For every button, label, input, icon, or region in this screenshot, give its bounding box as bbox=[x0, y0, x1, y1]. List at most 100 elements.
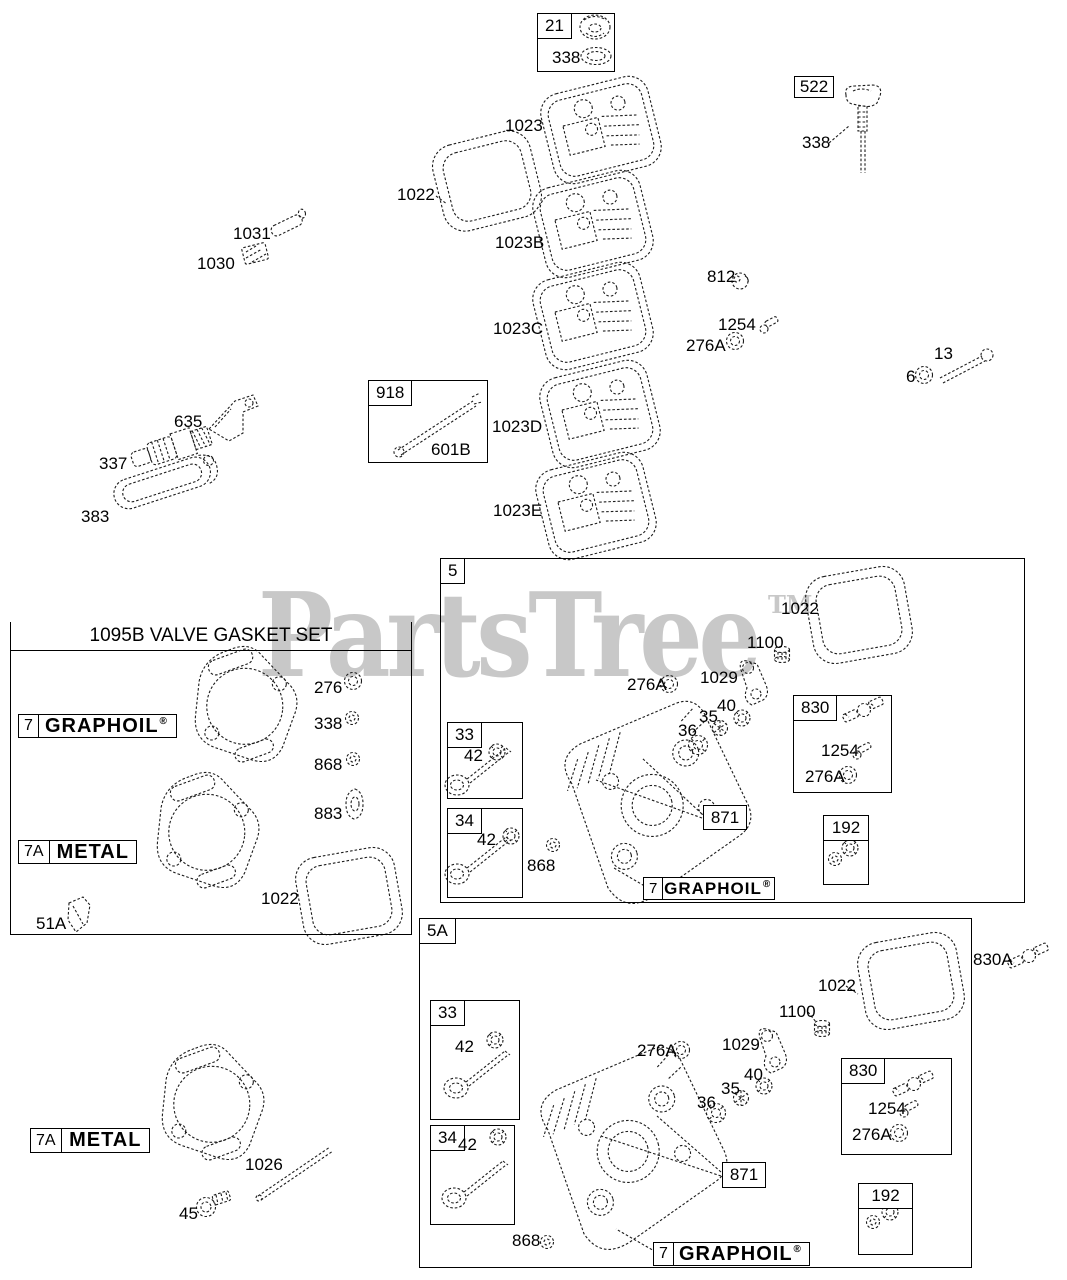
washer-6-drawing bbox=[914, 365, 934, 385]
part-label-830A: 830A bbox=[973, 950, 1013, 969]
callout-box-871-box5a: 871 bbox=[722, 1162, 766, 1188]
adjuster-830A-drawing bbox=[1006, 941, 1050, 970]
nut-1030-drawing bbox=[240, 241, 270, 266]
graphoil-name-box5: GRAPHOIL® bbox=[664, 878, 772, 898]
callout-box-21: 21 bbox=[537, 13, 615, 72]
stud-1026-drawing bbox=[255, 1146, 334, 1202]
part-label-812: 812 bbox=[707, 267, 736, 286]
dipstick-522-drawing bbox=[845, 84, 882, 174]
part-label-1254-box5: 1254 bbox=[821, 741, 859, 760]
leader-lines-box5a bbox=[600, 985, 859, 1253]
callout-21-number: 21 bbox=[538, 14, 572, 39]
metal-name: METAL bbox=[56, 840, 129, 863]
callout-box-34-box5: 34 bbox=[447, 808, 523, 898]
part-label-338-gs: 338 bbox=[314, 714, 343, 733]
callout-box-33-box5: 33 bbox=[447, 722, 523, 799]
callout-box-522: 522 bbox=[794, 76, 834, 98]
graphoil-ref-number-box5a: 7 bbox=[654, 1243, 674, 1265]
graphoil-ref-number-box5: 7 bbox=[644, 878, 664, 899]
graphoil-ref-number: 7 bbox=[19, 715, 39, 737]
metal-ref-number: 7A bbox=[19, 841, 50, 863]
callout-5A-number: 5A bbox=[420, 919, 456, 944]
part-label-1100-box5a: 1100 bbox=[779, 1002, 816, 1021]
part-label-1023C: 1023C bbox=[493, 319, 544, 338]
metal-tag-gasket-set: 7A METAL bbox=[18, 840, 137, 864]
part-label-276A-830-box5: 276A bbox=[805, 767, 845, 786]
part-label-40-box5a: 40 bbox=[744, 1065, 763, 1084]
part-label-45: 45 bbox=[179, 1204, 198, 1223]
callout-box-830-box5a: 830 bbox=[841, 1058, 952, 1155]
leader-lines-box5 bbox=[595, 757, 703, 889]
part-label-42-box33: 42 bbox=[464, 746, 483, 765]
part-label-1026: 1026 bbox=[245, 1155, 283, 1174]
part-label-6: 6 bbox=[906, 367, 916, 386]
metal-name-bottom: METAL bbox=[69, 1129, 142, 1151]
part-label-1031: 1031 bbox=[233, 224, 271, 243]
part-label-1030: 1030 bbox=[197, 254, 235, 273]
part-label-276A-830-box5a: 276A bbox=[852, 1125, 892, 1144]
watermark-tm-mark: TM bbox=[768, 590, 813, 619]
part-label-35-box5a: 35 bbox=[721, 1079, 740, 1098]
graphoil-name-box5a: GRAPHOIL® bbox=[678, 1242, 802, 1265]
callout-830a-number: 830 bbox=[842, 1059, 886, 1084]
part-label-1029-box5a: 1029 bbox=[722, 1035, 760, 1054]
callout-830-number: 830 bbox=[794, 696, 838, 721]
callout-box-34-box5a: 34 bbox=[430, 1125, 515, 1225]
callout-box-33-box5a: 33 bbox=[430, 1000, 520, 1120]
part-label-337: 337 bbox=[99, 454, 128, 473]
part-label-883: 883 bbox=[314, 804, 343, 823]
callout-192-number: 192 bbox=[824, 816, 868, 841]
bolt-13-drawing bbox=[939, 348, 994, 384]
pin-1031-drawing bbox=[266, 207, 310, 239]
valve-gasket-set-section: 1095B VALVE GASKET SET bbox=[10, 622, 412, 935]
part-label-36-box5a: 36 bbox=[697, 1093, 716, 1112]
part-label-13: 13 bbox=[934, 344, 953, 363]
callout-box-871-box5: 871 bbox=[703, 805, 747, 830]
callout-box-830-box5: 830 bbox=[793, 695, 892, 793]
screw-1254-top-drawing bbox=[759, 315, 780, 334]
metal-tag-bottom: 7A METAL bbox=[30, 1128, 150, 1153]
part-label-36-box5: 36 bbox=[678, 721, 697, 740]
valve-cover-1023-drawing bbox=[535, 71, 667, 189]
partstree-watermark: PartsTree bbox=[258, 568, 762, 704]
part-label-276A-top: 276A bbox=[686, 336, 726, 355]
callout-box-192-box5a: 192 bbox=[858, 1183, 913, 1255]
part-label-868-box5a: 868 bbox=[512, 1231, 541, 1250]
bracket-635-drawing bbox=[208, 394, 259, 442]
part-label-42-box33a: 42 bbox=[455, 1037, 474, 1056]
cover-gasket-1022-top-drawing bbox=[427, 125, 547, 237]
washer-276A-top-drawing bbox=[725, 331, 745, 351]
part-label-383: 383 bbox=[81, 507, 110, 526]
bolt-45-drawing bbox=[195, 1189, 232, 1218]
valve-cover-1023D-drawing bbox=[534, 355, 666, 473]
part-label-1023E: 1023E bbox=[493, 501, 543, 520]
graphoil-name: GRAPHOIL® bbox=[44, 714, 168, 737]
part-label-338-dipstick: 338 bbox=[802, 133, 831, 152]
part-label-635: 635 bbox=[174, 412, 203, 431]
valve-cover-1023E-drawing bbox=[530, 447, 662, 565]
part-label-1254-top: 1254 bbox=[718, 315, 756, 334]
valve-cover-1023C-drawing bbox=[527, 257, 659, 375]
callout-box-918: 918 bbox=[368, 380, 488, 463]
callout-box-5: 5 bbox=[440, 558, 1025, 903]
callout-box-5A: 5A bbox=[419, 918, 972, 1268]
part-label-1022-gs: 1022 bbox=[261, 889, 299, 908]
part-label-1022-box5: 1022 bbox=[781, 599, 819, 618]
part-label-338-box21: 338 bbox=[552, 48, 581, 67]
metal-ref-number-bottom: 7A bbox=[31, 1129, 62, 1152]
part-label-868-box5: 868 bbox=[527, 856, 556, 875]
graphoil-tag-box5: 7 GRAPHOIL® bbox=[643, 877, 775, 900]
callout-5-number: 5 bbox=[441, 559, 466, 584]
part-label-868-gs: 868 bbox=[314, 755, 343, 774]
leader-lines-top bbox=[435, 125, 850, 205]
graphoil-tag-gasket-set: 7 GRAPHOIL® bbox=[18, 714, 177, 738]
part-label-1254-box5a: 1254 bbox=[868, 1099, 906, 1118]
valve-gasket-set-title: 1095B VALVE GASKET SET bbox=[11, 622, 411, 651]
part-label-1023B: 1023B bbox=[495, 233, 545, 252]
part-label-1029-box5: 1029 bbox=[700, 668, 738, 687]
part-label-276: 276 bbox=[314, 678, 343, 697]
part-label-276A-box5a: 276A bbox=[637, 1041, 677, 1060]
callout-34a-number: 34 bbox=[431, 1126, 465, 1151]
